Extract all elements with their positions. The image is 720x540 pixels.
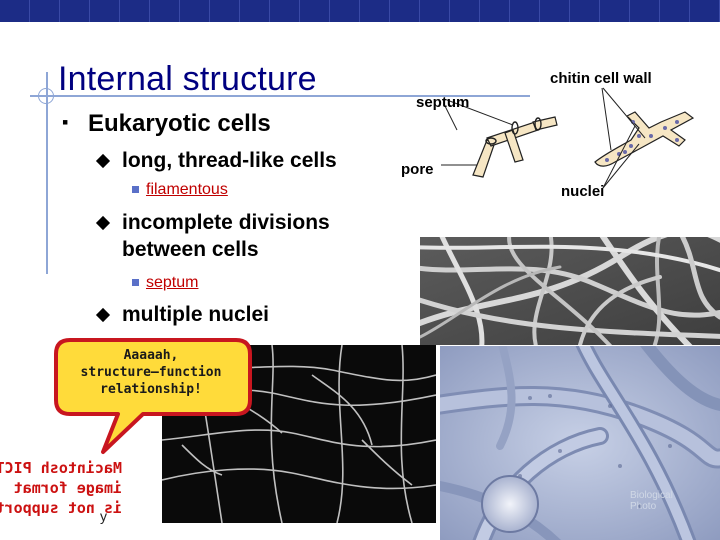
- label-leader-lines: [441, 87, 646, 189]
- decor-crosshair-icon: [38, 88, 54, 104]
- callout-line: structure–function: [80, 365, 222, 380]
- diamond-bullet-icon: [95, 307, 111, 323]
- light-micrograph-photo: [440, 346, 720, 540]
- decor-vertical-line: [46, 72, 48, 274]
- square-bullet-icon: [132, 279, 139, 286]
- watermark-line: Photo: [630, 501, 657, 512]
- callout-line: relationship!: [100, 382, 202, 397]
- top-banner: [0, 0, 720, 22]
- dark-field-hyphae-photo: [162, 345, 436, 523]
- square-bullet-icon: [132, 186, 139, 193]
- bullet-text: multiple nuclei: [122, 303, 270, 326]
- nuclei-dots: [605, 120, 679, 162]
- slide-title: Internal structure: [58, 60, 317, 98]
- link-septum[interactable]: septum: [146, 274, 199, 291]
- label-nuclei: nuclei: [561, 183, 605, 200]
- bullet-text: incomplete divisions: [122, 211, 330, 234]
- label-pore: pore: [401, 161, 434, 178]
- callout-text: Aaaaah, structure–function relationship!: [62, 347, 240, 398]
- bullet-text: long, thread-like cells: [122, 149, 337, 172]
- placeholder-trailing-char: y: [100, 508, 107, 524]
- diamond-bullet-icon: [95, 153, 111, 169]
- photo-watermark: Biological Photo: [630, 490, 673, 512]
- label-chitin-cell-wall: chitin cell wall: [550, 70, 652, 87]
- decor-horizontal-line: [30, 95, 530, 97]
- square-bullet-icon: ▪: [62, 112, 69, 132]
- septum-marks: [485, 117, 542, 145]
- placeholder-line: image format: [13, 479, 122, 497]
- watermark-line: Biological: [630, 490, 673, 501]
- speech-bubble: [54, 338, 252, 454]
- bullet-text-line2: between cells: [122, 238, 259, 261]
- link-filamentous[interactable]: filamentous: [146, 181, 228, 198]
- sem-hyphae-photo: [420, 237, 720, 345]
- placeholder-line: Macintosh PICT: [0, 459, 122, 477]
- diamond-bullet-icon: [95, 215, 111, 231]
- bullet-text: Eukaryotic cells: [88, 110, 271, 137]
- callout-line: Aaaaah,: [123, 348, 179, 363]
- label-septum: septum: [416, 94, 470, 111]
- hypha-diagram: [441, 87, 695, 189]
- hypha-left-branch: [472, 116, 558, 178]
